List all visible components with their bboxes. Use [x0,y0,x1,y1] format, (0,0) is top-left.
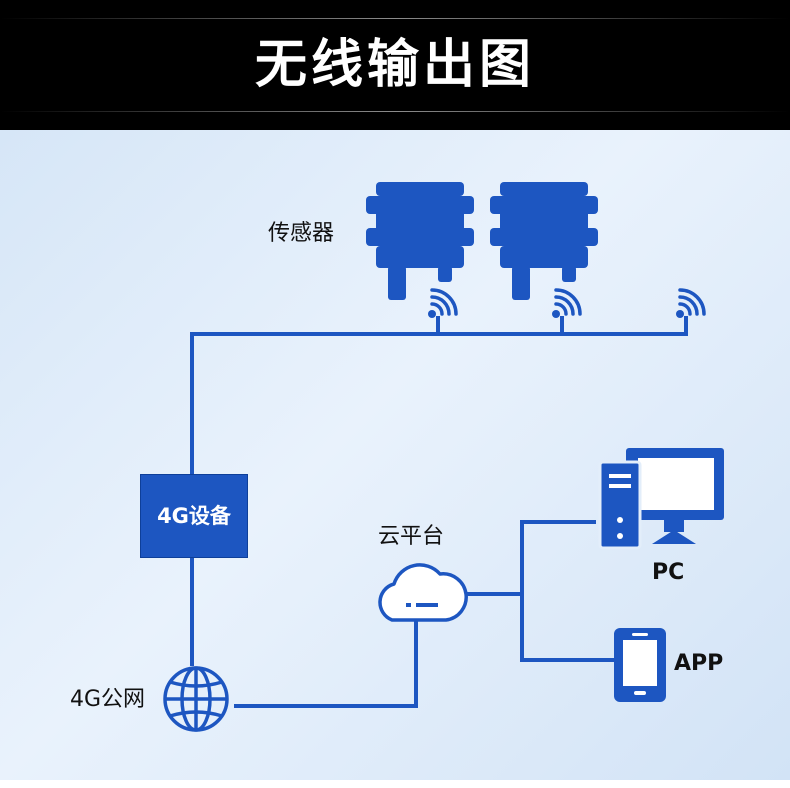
wireless-signal-icon [552,288,582,318]
header-top-rule [0,18,790,19]
app-label: APP [674,651,724,676]
globe-icon [163,666,229,732]
4g-network-label: 4G公网 [70,687,146,712]
4g-device-label: 4G设备 [157,504,231,528]
pc-label: PC [652,560,685,585]
sensor-icon [490,182,598,300]
header-banner: 无线输出图 [0,0,790,130]
sensor-icon [366,182,474,300]
sensor-bus-line [190,332,688,476]
connection-lines [190,316,688,708]
page-title: 无线输出图 [254,35,535,95]
4g-device-box: 4G设备 [140,474,248,558]
header-bottom-rule [0,111,790,112]
desktop-computer-icon [598,448,724,550]
wireless-signal-icon [676,288,706,318]
network-cloud-line [234,620,418,708]
smartphone-icon [614,628,666,702]
sensor-label: 传感器 [268,221,335,246]
wireless-signal-icon [428,288,458,318]
cloud-icon [378,563,468,622]
cloud-platform-label: 云平台 [378,524,445,549]
